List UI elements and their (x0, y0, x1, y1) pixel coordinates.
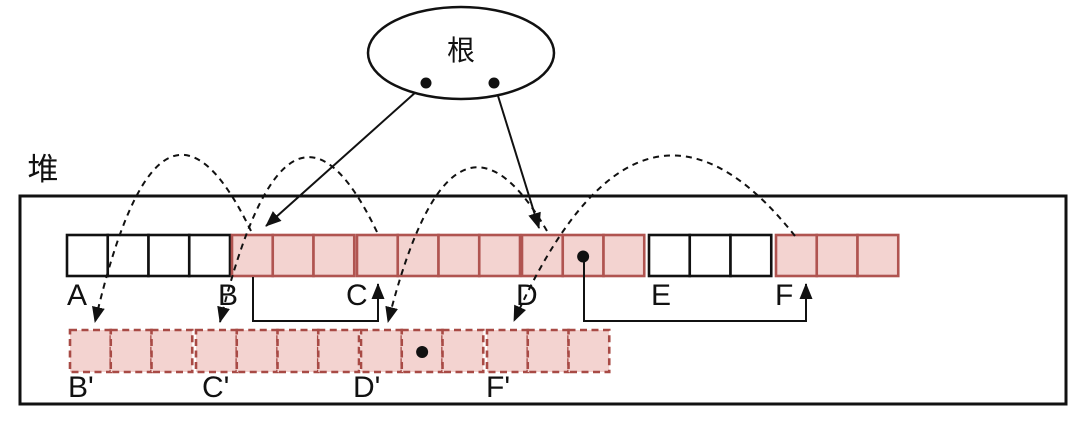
block-C' (194, 328, 361, 374)
block-label: D' (353, 371, 380, 404)
memory-cell (688, 233, 732, 278)
memory-cell (602, 233, 646, 278)
block-E (647, 233, 773, 278)
heap-box (18, 194, 1068, 406)
memory-cell (187, 233, 232, 278)
pointer-b-to-c (252, 277, 385, 322)
memory-cell (276, 328, 320, 374)
memory-cell (856, 233, 900, 278)
heap-label: 堆 (28, 152, 59, 187)
forwarding-arcs (92, 153, 796, 323)
memory-cell (485, 328, 530, 374)
block-F (774, 233, 900, 278)
root-node: 根 (366, 5, 556, 101)
memory-cell (567, 328, 611, 374)
root-label: 根 (447, 35, 475, 66)
memory-cell (441, 328, 485, 374)
memory-cell (774, 233, 819, 278)
forward-arc-c-to-cprime (217, 156, 378, 323)
forward-arc-b-to-bprime (92, 153, 252, 323)
block-label: B (218, 279, 238, 312)
block-label: E (651, 279, 671, 312)
block-B' (68, 328, 194, 374)
memory-cell (194, 328, 239, 374)
memory-cell (312, 233, 356, 278)
block-label: F (775, 279, 793, 312)
memory-cell (65, 233, 110, 278)
memory-cell (68, 328, 113, 374)
root-pointer-dot-1 (420, 77, 432, 89)
pointer-dot (577, 250, 590, 263)
block-B (230, 233, 356, 278)
memory-cell (316, 328, 361, 374)
memory-cell (815, 233, 859, 278)
pointer-root-to-d (493, 82, 541, 229)
block-C (355, 233, 522, 278)
pointer-d-to-f (583, 258, 813, 322)
memory-cell (477, 233, 522, 278)
memory-cell (355, 233, 400, 278)
memory-cell (729, 233, 773, 278)
memory-cell (109, 328, 153, 374)
block-D' (359, 328, 485, 374)
root-ellipse (366, 5, 556, 101)
memory-cell (437, 233, 481, 278)
forward-arc-f-to-fprime (513, 154, 796, 322)
block-label: F' (486, 371, 510, 404)
forward-arc-d-to-dprime (385, 166, 548, 323)
memory-cell (235, 328, 279, 374)
block-label: C (346, 279, 368, 312)
block-F' (485, 328, 611, 374)
memory-cell (359, 328, 404, 374)
root-pointer-dot-2 (488, 77, 500, 89)
memory-cell (147, 233, 191, 278)
pointer-dot (416, 346, 429, 358)
memory-cell (150, 328, 194, 374)
pointer-root-to-b (265, 82, 427, 227)
block-label: A (67, 279, 87, 312)
block-A (65, 233, 232, 278)
memory-cell (271, 233, 315, 278)
memory-cell (106, 233, 150, 278)
memory-cell (647, 233, 692, 278)
block-label: B' (68, 371, 94, 404)
pointer-lines (252, 82, 813, 322)
block-label: C' (202, 371, 229, 404)
memory-cell (526, 328, 570, 374)
